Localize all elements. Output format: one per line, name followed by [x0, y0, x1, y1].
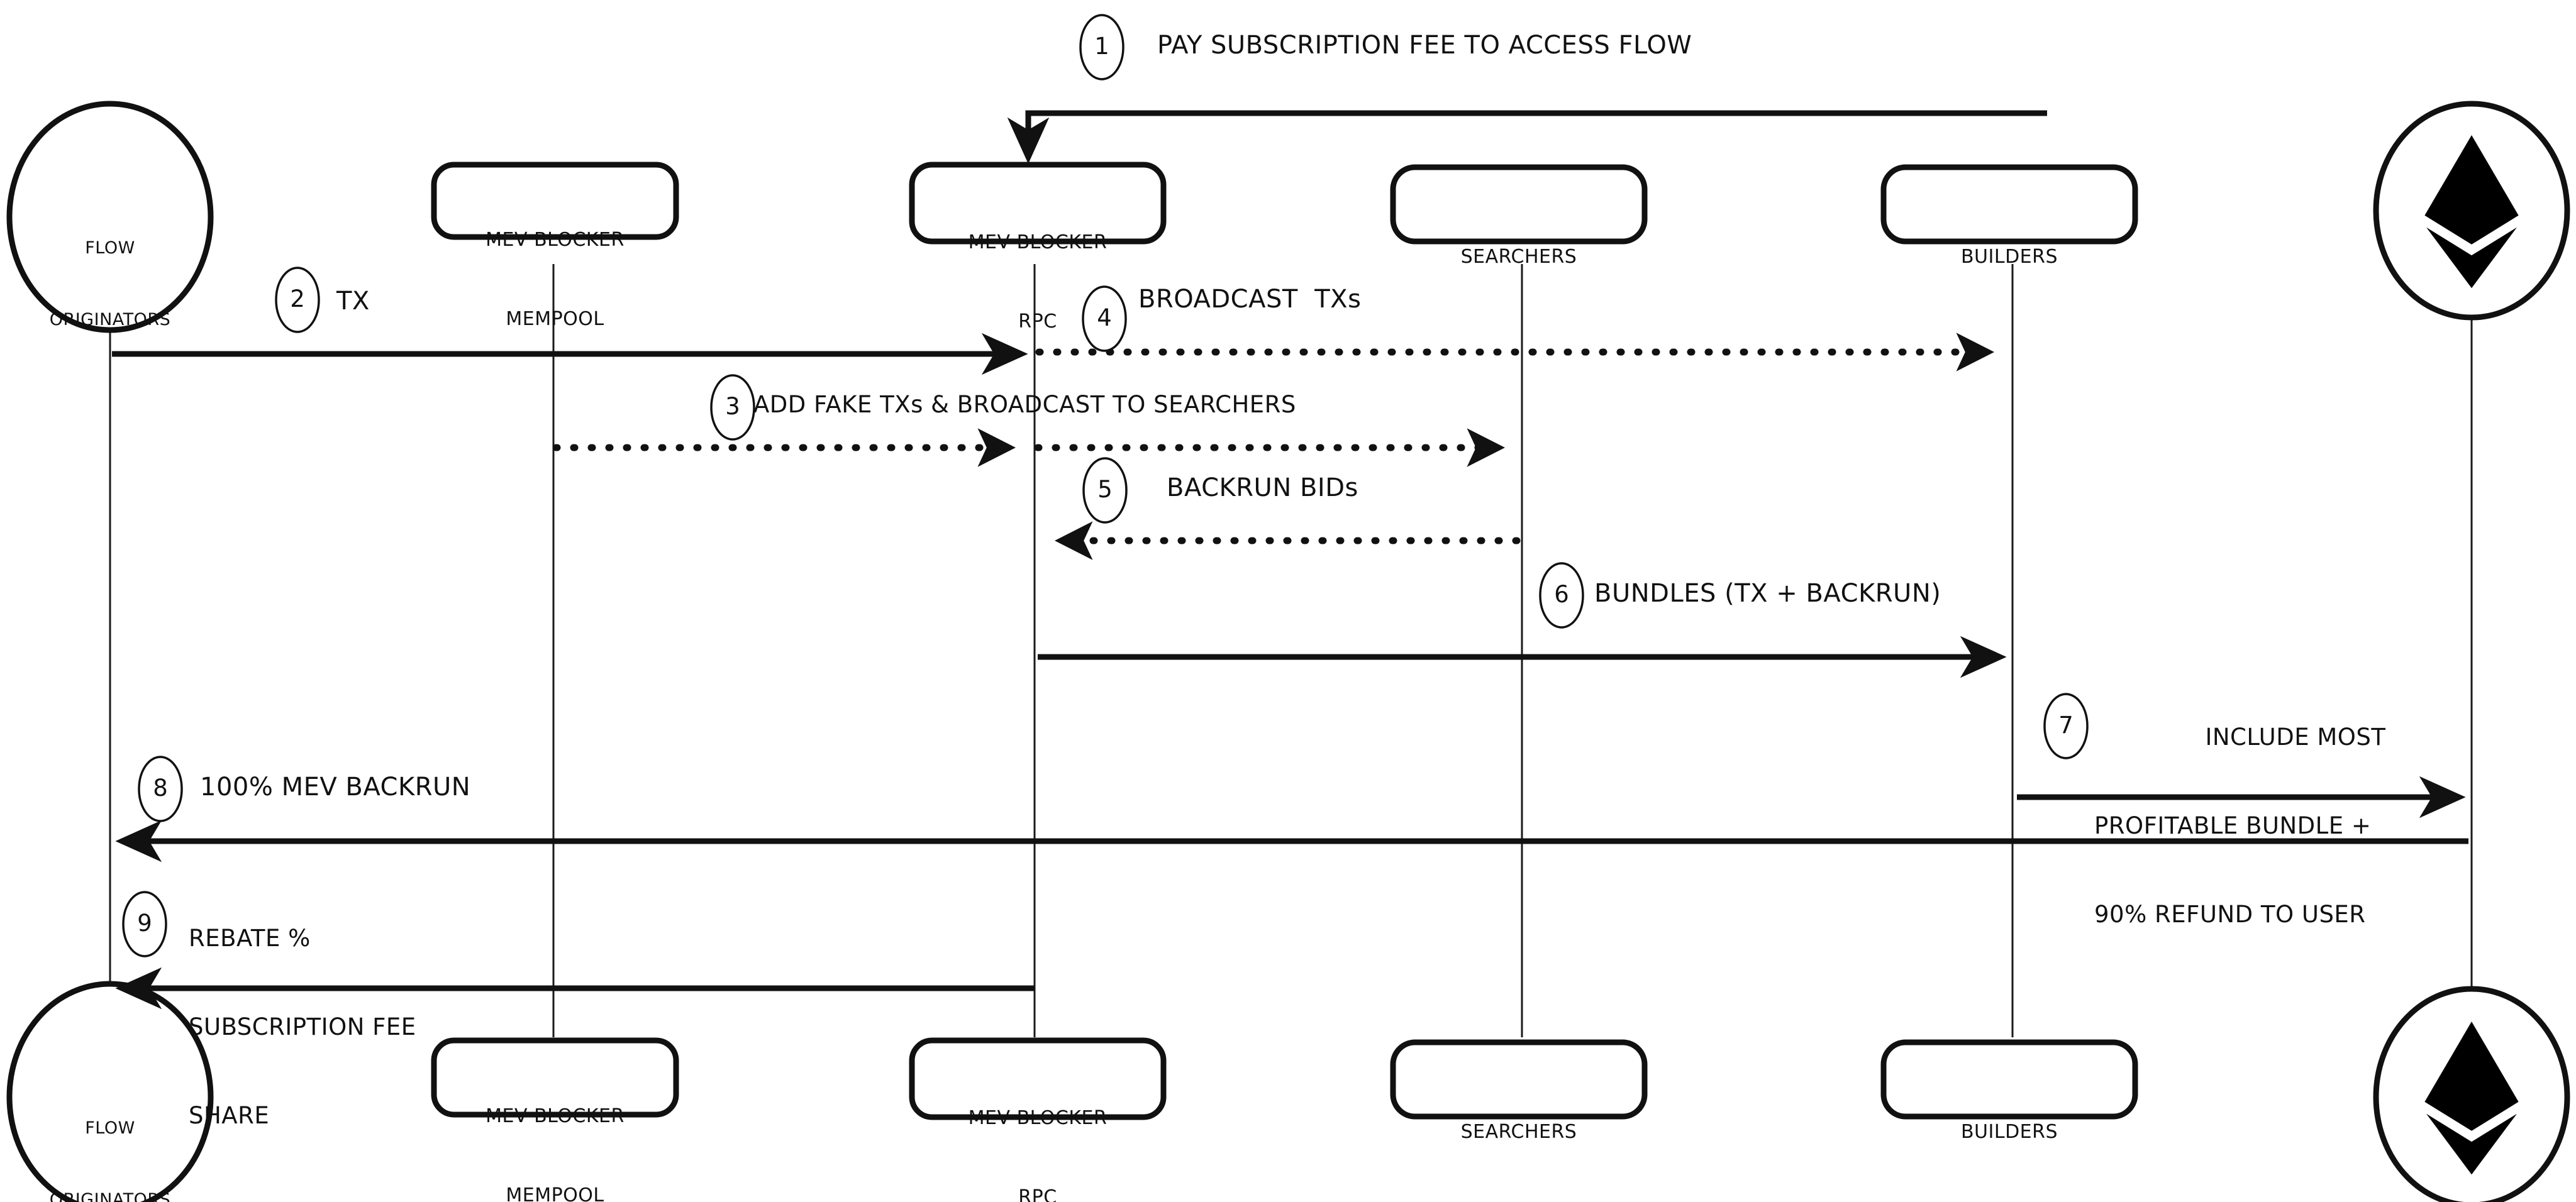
label-line-1: MEV BLOCKER — [486, 1105, 625, 1127]
message-label-7-line-1: INCLUDE MOST — [2205, 724, 2386, 751]
participant-flow-originators-bottom — [6, 981, 214, 1202]
step-badge-4 — [1082, 285, 1127, 352]
participant-flow-originators-top — [6, 101, 214, 333]
participant-searchers-top — [1390, 164, 1648, 245]
message-label-4: BROADCAST TXs — [1138, 285, 1362, 314]
label-line-1: SEARCHERS — [1460, 246, 1577, 268]
participant-label-mev-blocker-rpc-top: MEV BLOCKER RPC — [912, 177, 1163, 388]
message-label-5: BACKRUN BIDs — [1167, 473, 1358, 502]
message-label-9-line-1: REBATE % — [189, 925, 311, 952]
participant-label-flow-originators-bottom: FLOW ORIGINATORS — [22, 1069, 198, 1202]
step-badge-1 — [1079, 14, 1124, 80]
message-1-arrow — [1007, 110, 2047, 164]
step-badge-8 — [138, 756, 183, 822]
participant-mev-blocker-rpc-bottom — [909, 1037, 1167, 1120]
participant-builders-top — [1880, 164, 2138, 245]
participant-mev-blocker-mempool-bottom — [431, 1037, 679, 1118]
step-number-1: 1 — [1094, 33, 1109, 60]
label-line-2: ORIGINATORS — [49, 1190, 171, 1202]
step-number-6: 6 — [1554, 581, 1569, 608]
participant-label-mev-blocker-rpc-bottom: MEV BLOCKER RPC — [912, 1052, 1163, 1202]
participant-label-builders-top: BUILDERS — [1884, 191, 2135, 323]
participant-mev-blocker-mempool-top — [431, 162, 679, 240]
label-line-1: MEV BLOCKER — [968, 231, 1108, 253]
label-line-2: MEMPOOL — [506, 1184, 604, 1202]
step-number-3: 3 — [725, 393, 740, 420]
message-label-7-line-2: PROFITABLE BUNDLE + — [2094, 812, 2372, 839]
participant-label-builders-bottom: BUILDERS — [1884, 1066, 2135, 1198]
label-line-1: BUILDERS — [1960, 246, 2058, 268]
participant-label-flow-originators-top: FLOW ORIGINATORS — [22, 189, 198, 380]
label-line-2: RPC — [1018, 1186, 1057, 1202]
participant-builders-bottom — [1880, 1039, 2138, 1120]
step-badge-2 — [275, 267, 320, 333]
ethereum-diamond-icon-top — [2423, 133, 2521, 290]
participant-searchers-bottom — [1390, 1039, 1648, 1120]
participant-mev-blocker-rpc-top — [909, 162, 1167, 245]
step-badge-3 — [710, 374, 755, 441]
label-line-1: FLOW — [85, 1118, 135, 1138]
step-badge-5 — [1082, 457, 1128, 524]
message-label-9: REBATE % SUBSCRIPTION FEE SHARE — [189, 864, 416, 1189]
label-line-1: MEV BLOCKER — [486, 229, 625, 251]
message-label-7-line-3: 90% REFUND TO USER — [2094, 901, 2366, 928]
step-badge-7 — [2043, 693, 2089, 759]
message-label-3: ADD FAKE TXs & BROADCAST TO SEARCHERS — [753, 391, 1296, 418]
message-label-9-line-3: SHARE — [189, 1102, 270, 1129]
label-line-1: FLOW — [85, 238, 135, 258]
label-line-1: BUILDERS — [1960, 1121, 2058, 1143]
label-line-1: MEV BLOCKER — [968, 1107, 1108, 1129]
participant-label-searchers-bottom: SEARCHERS — [1393, 1066, 1645, 1198]
step-badge-6 — [1539, 562, 1584, 629]
message-label-6: BUNDLES (TX + BACKRUN) — [1594, 579, 1941, 608]
label-line-2: RPC — [1018, 311, 1057, 333]
participant-label-searchers-top: SEARCHERS — [1393, 191, 1645, 323]
step-number-5: 5 — [1097, 476, 1113, 503]
participant-label-mev-blocker-mempool-top: MEV BLOCKER MEMPOOL — [434, 174, 676, 385]
label-line-2: ORIGINATORS — [49, 310, 171, 329]
step-number-9: 9 — [137, 910, 152, 937]
step-number-7: 7 — [2058, 712, 2074, 739]
step-number-8: 8 — [153, 775, 168, 802]
label-line-2: MEMPOOL — [506, 308, 604, 330]
participant-label-mev-blocker-mempool-bottom: MEV BLOCKER MEMPOOL — [434, 1050, 676, 1202]
ethereum-diamond-icon-bottom — [2423, 1019, 2521, 1177]
message-label-2: TX — [336, 287, 370, 316]
step-number-2: 2 — [290, 285, 305, 312]
message-label-1: PAY SUBSCRIPTION FEE TO ACCESS FLOW — [1157, 31, 1692, 60]
step-badge-9 — [122, 891, 167, 957]
message-label-9-line-2: SUBSCRIPTION FEE — [189, 1013, 416, 1040]
message-label-8: 100% MEV BACKRUN — [200, 773, 471, 802]
label-line-1: SEARCHERS — [1460, 1121, 1577, 1143]
message-label-7: INCLUDE MOST PROFITABLE BUNDLE + 90% REF… — [2094, 663, 2534, 988]
step-number-4: 4 — [1097, 304, 1112, 331]
